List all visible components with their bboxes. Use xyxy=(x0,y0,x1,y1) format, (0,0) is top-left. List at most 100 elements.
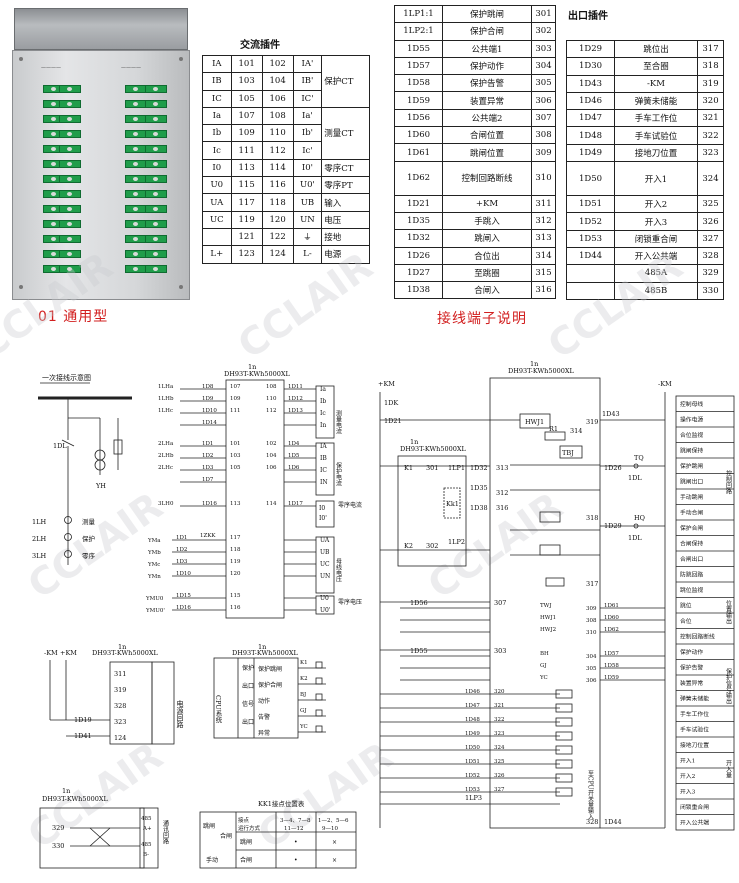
svg-text:K1: K1 xyxy=(404,464,413,472)
table-cell: 124 xyxy=(261,245,294,264)
terminal-block xyxy=(59,130,81,138)
meas-group-label: 测量电流 xyxy=(335,409,342,435)
svg-text:1D44: 1D44 xyxy=(604,818,622,826)
svg-text:1D19: 1D19 xyxy=(74,716,92,724)
table-cell: 330 xyxy=(697,281,724,300)
legend-item: 控制回路断线 xyxy=(680,632,715,640)
svg-text:303: 303 xyxy=(494,647,506,655)
table-cell: 325 xyxy=(697,195,724,214)
terminal-block xyxy=(145,235,167,243)
svg-text:330: 330 xyxy=(52,842,64,850)
phase-label: IN xyxy=(320,479,328,486)
relay-label: K2 xyxy=(300,676,308,682)
relay-label: HWJ1 xyxy=(540,615,556,621)
svg-text:323: 323 xyxy=(114,718,126,726)
relay-label: BH xyxy=(540,651,549,657)
terminal-block xyxy=(59,250,81,258)
svg-text:1n: 1n xyxy=(530,360,538,368)
svg-text:1n: 1n xyxy=(118,643,126,651)
svg-text:318: 318 xyxy=(586,514,598,522)
legend-item: 操作电源 xyxy=(680,415,703,423)
watermark-text: CCLAIR xyxy=(20,484,170,608)
legend-item: 防跳回路 xyxy=(680,570,703,578)
svg-text:1D38: 1D38 xyxy=(470,504,488,512)
legend-item: 合闸出口 xyxy=(680,555,703,563)
terminal-label: 1D53 xyxy=(465,787,480,793)
svg-text:B-: B- xyxy=(143,852,149,858)
ct-role-2: 保护 xyxy=(82,534,95,543)
svg-text:+KM: +KM xyxy=(60,649,77,657)
terminal-label: 1D49 xyxy=(465,731,480,737)
legend-item: 开入公共端 xyxy=(680,818,709,826)
terminal-block xyxy=(59,100,81,108)
terminal-num: 325 xyxy=(494,759,505,765)
svg-text:DH93T-KWh5000XL: DH93T-KWh5000XL xyxy=(232,649,299,657)
ct-phase-label: 2LHa xyxy=(158,441,174,447)
zero-volt-label: 零序电压 xyxy=(338,598,362,606)
ct-role-1: 测量 xyxy=(82,518,96,526)
legend-item: 合位监视 xyxy=(680,431,703,439)
primary-diagram: 一次接线示意图 1DL YH 1LH 2LH 3LH 测量 保护 零序 xyxy=(32,373,132,565)
terminal-label: 1D10 xyxy=(176,571,191,577)
svg-text:1n: 1n xyxy=(248,363,256,371)
screw-icon xyxy=(19,57,23,61)
svg-text:-KM: -KM xyxy=(44,649,58,657)
terminal-block xyxy=(59,235,81,243)
svg-text:+KM: +KM xyxy=(378,380,395,388)
terminal-label: 1D59 xyxy=(604,675,619,681)
legend-item: 保护合闸 xyxy=(680,524,703,532)
ct-phase-label: 1LHa xyxy=(158,384,174,390)
terminal-block xyxy=(145,265,167,273)
terminal-num: 111 xyxy=(230,408,241,414)
ac-table-title: 交流插件 xyxy=(240,40,280,51)
ct-label-1: 1LH xyxy=(32,518,46,526)
svg-text:1D41: 1D41 xyxy=(74,732,92,740)
svg-text:1D43: 1D43 xyxy=(602,410,620,418)
terminal-num: 305 xyxy=(586,666,597,672)
bus-label: YMb xyxy=(147,550,161,556)
svg-text:TBJ: TBJ xyxy=(562,449,574,457)
legend-item: 保护告警 xyxy=(680,663,703,671)
svg-text:K2: K2 xyxy=(404,542,413,550)
terminal-label: 1D3 xyxy=(202,465,214,471)
table-cell: 329 xyxy=(697,264,724,283)
svg-text:316: 316 xyxy=(496,504,508,512)
phase-label: UN xyxy=(320,573,330,580)
terminal-num: 110 xyxy=(266,396,277,402)
table-cell: 309 xyxy=(531,143,556,162)
phase-label: I0' xyxy=(319,515,327,522)
svg-text:-KM: -KM xyxy=(658,380,672,388)
svg-text:1DK: 1DK xyxy=(384,399,398,407)
relay-label: YC xyxy=(299,724,308,730)
svg-text:1DL: 1DL xyxy=(628,534,642,542)
svg-text:319: 319 xyxy=(586,418,598,426)
phase-label: I0 xyxy=(319,505,325,512)
cpu-left-label: 出口 xyxy=(242,682,254,690)
bus-label: YMU0' xyxy=(145,608,165,614)
relay-label: BJ xyxy=(300,692,306,698)
terminal-num: 324 xyxy=(494,745,505,751)
output-table-title: 出口插件 xyxy=(568,11,608,22)
terminal-num: 323 xyxy=(494,731,505,737)
svg-text:329: 329 xyxy=(52,824,64,832)
terminal-block xyxy=(59,265,81,273)
svg-text:DH93T-KWh5000XL: DH93T-KWh5000XL xyxy=(400,445,467,453)
terminal-block xyxy=(59,145,81,153)
ct-label-3: 3LH xyxy=(32,552,46,560)
table-cell: 1D61 xyxy=(394,143,443,162)
terminal-num: 103 xyxy=(230,453,241,459)
terminal-label: 1D52 xyxy=(465,773,480,779)
svg-text:DH93T-KWh5000XL: DH93T-KWh5000XL xyxy=(92,649,159,657)
terminal-num: 118 xyxy=(230,547,241,553)
